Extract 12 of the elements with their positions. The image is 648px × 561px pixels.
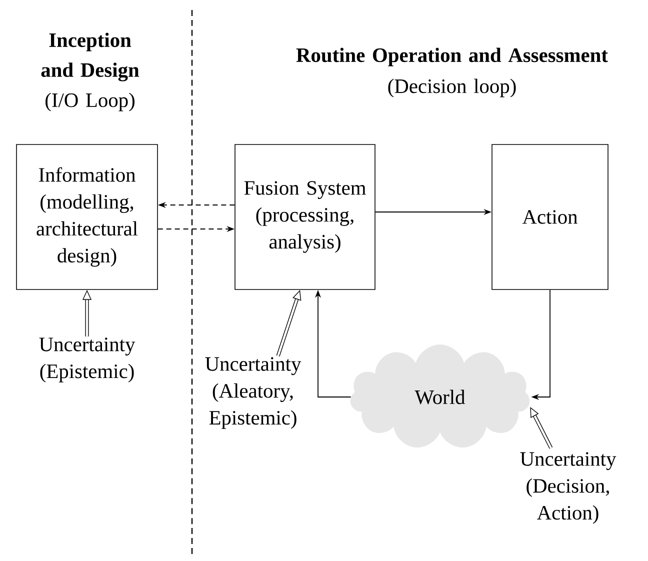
- uncertainty-text: Uncertainty (Aleatory, Epistemic): [205, 357, 302, 429]
- process-box: Information (modelling, architectural design): [16, 144, 158, 290]
- subheading: (I/O Loop): [46, 92, 134, 112]
- subheading: (Decision loop): [388, 78, 516, 98]
- uncertainty-text: Uncertainty (Epistemic): [39, 338, 136, 382]
- heading: Routine Operation and Assessment: [296, 48, 608, 66]
- uncertainty-arrow: [530, 407, 553, 449]
- process-box: Action: [492, 144, 608, 290]
- process-box: Fusion System (processing, analysis): [234, 144, 376, 290]
- world-cloud: World: [350, 344, 530, 448]
- uncertainty-text: Uncertainty (Decision, Action): [520, 452, 616, 524]
- heading: Inception and Design: [41, 32, 140, 82]
